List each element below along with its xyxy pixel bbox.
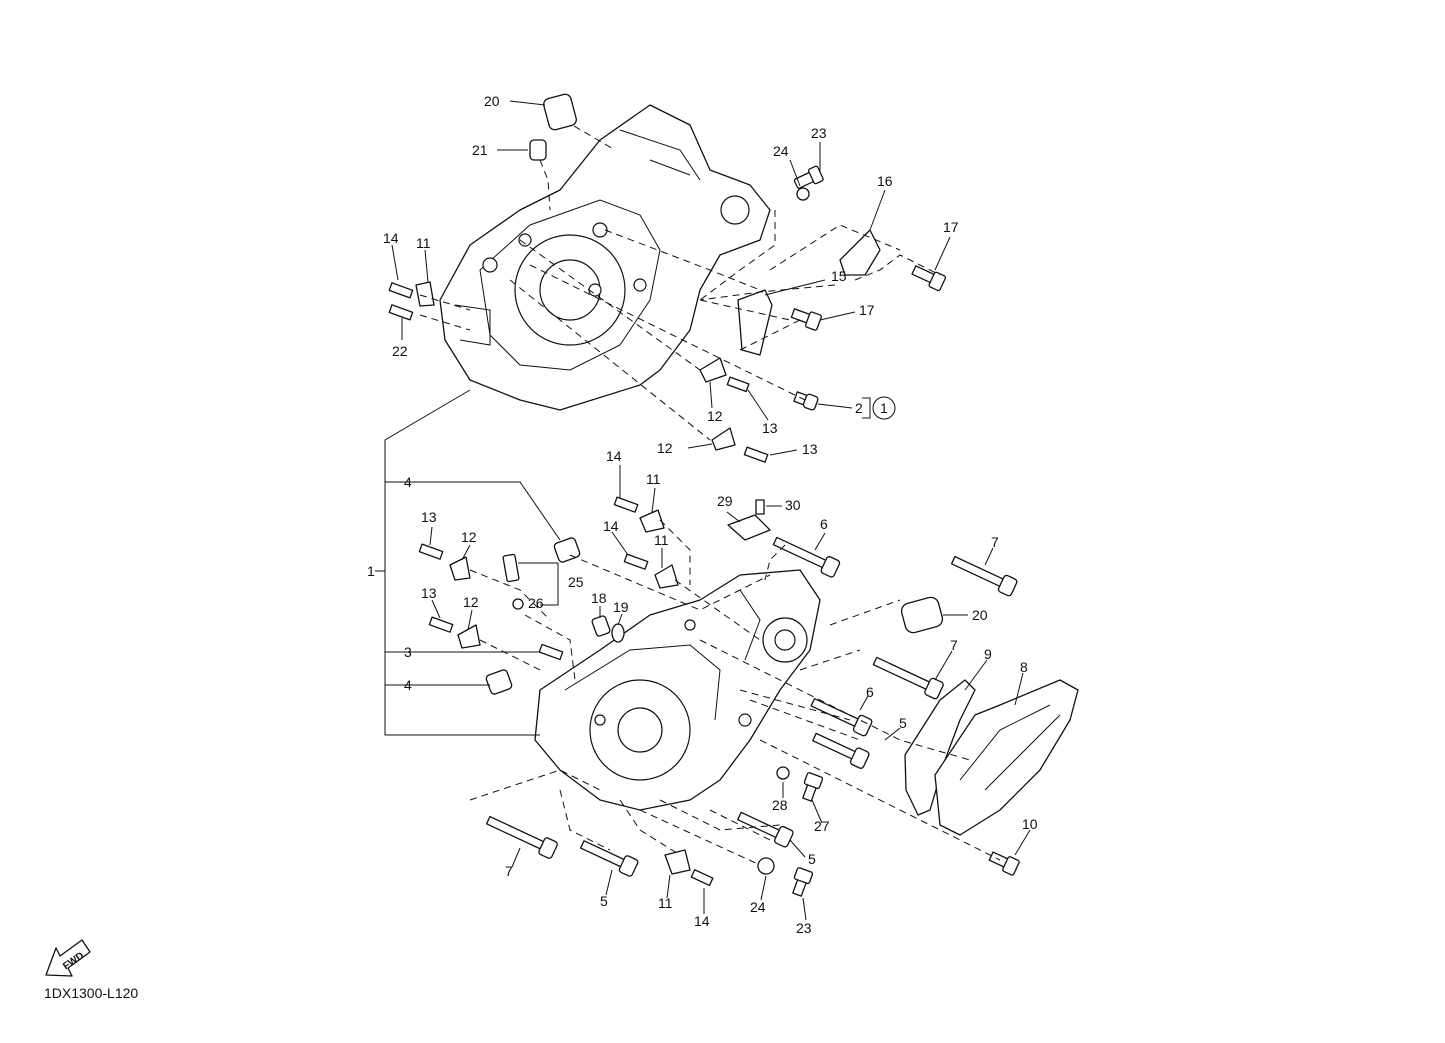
- callout-12: 12: [657, 440, 673, 456]
- callout-26: 26: [528, 595, 544, 611]
- callouts: 20 21 23 24 16 17 14 11 15 17 22 2 1 12 …: [367, 93, 1038, 936]
- callout-20: 20: [972, 607, 988, 623]
- callout-12: 12: [461, 529, 477, 545]
- callout-16: 16: [877, 173, 893, 189]
- callout-14: 14: [606, 448, 622, 464]
- callout-12: 12: [463, 594, 479, 610]
- callout-11: 11: [646, 471, 661, 487]
- callout-15: 15: [831, 268, 847, 284]
- callout-5: 5: [899, 715, 907, 731]
- callout-11: 11: [416, 235, 431, 251]
- bolts: [388, 165, 1020, 897]
- assembly-bracket: [384, 389, 561, 736]
- callout-14: 14: [603, 518, 619, 534]
- callout-1-circle: [872, 396, 896, 420]
- sprocket-cover: [934, 679, 1079, 836]
- callout-13: 13: [762, 420, 778, 436]
- callout-13: 13: [421, 509, 437, 525]
- callout-28: 28: [772, 797, 788, 813]
- right-crankcase: [534, 569, 821, 811]
- callout-8: 8: [1020, 659, 1028, 675]
- callout-29: 29: [717, 493, 733, 509]
- callout-7: 7: [505, 863, 513, 879]
- fwd-arrow: FWD: [45, 939, 91, 977]
- callout-5: 5: [600, 893, 608, 909]
- callout-5: 5: [808, 851, 816, 867]
- callout-25: 25: [568, 574, 584, 590]
- callout-2: 2: [855, 400, 863, 416]
- callout-1-circled: 1: [880, 400, 888, 416]
- callout-19: 19: [613, 599, 629, 615]
- callout-11: 11: [658, 895, 673, 911]
- callout-3: 3: [404, 644, 412, 660]
- callout-7: 7: [950, 637, 958, 653]
- callout-17: 17: [859, 302, 875, 318]
- callout-10: 10: [1022, 816, 1038, 832]
- callout-24: 24: [773, 143, 789, 159]
- callout-1: 1: [367, 563, 375, 579]
- callout-17: 17: [943, 219, 959, 235]
- assembly-lines: [419, 125, 1001, 866]
- callout-14: 14: [383, 230, 399, 246]
- callout-12: 12: [707, 408, 723, 424]
- callout-6: 6: [866, 684, 874, 700]
- callout-4: 4: [404, 474, 412, 490]
- dowel-pins: [485, 93, 944, 695]
- callout-4: 4: [404, 677, 412, 693]
- callout-24: 24: [750, 899, 766, 915]
- leader-lines: [375, 100, 1031, 921]
- gasket-plate: [904, 679, 976, 816]
- callout-18: 18: [591, 590, 607, 606]
- callout-9: 9: [984, 646, 992, 662]
- callout-30: 30: [785, 497, 801, 513]
- callout-27: 27: [814, 818, 830, 834]
- callout-13: 13: [421, 585, 437, 601]
- diagram-code: 1DX1300-L120: [44, 985, 139, 1001]
- callout-6: 6: [820, 516, 828, 532]
- callout-20: 20: [484, 93, 500, 109]
- callout-7: 7: [991, 534, 999, 550]
- callout-14: 14: [694, 913, 710, 929]
- callout-23: 23: [811, 125, 827, 141]
- callout-21: 21: [472, 142, 488, 158]
- callout-13: 13: [802, 441, 818, 457]
- callout-23: 23: [796, 920, 812, 936]
- callout-22: 22: [392, 343, 408, 359]
- callout-11: 11: [654, 532, 669, 548]
